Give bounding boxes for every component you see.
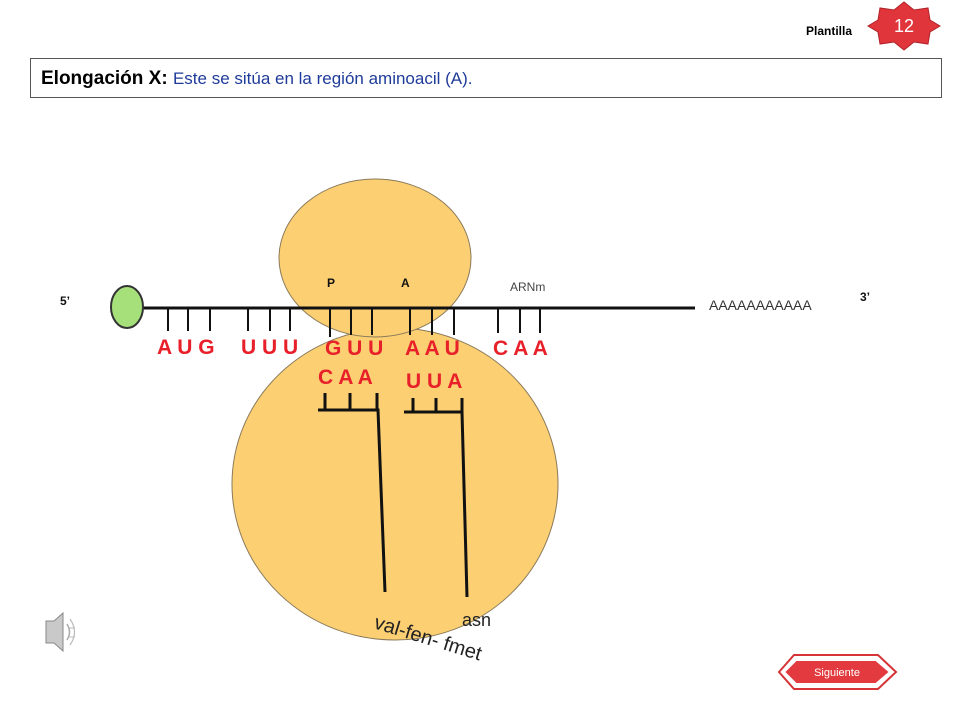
ribosome-large-subunit	[231, 327, 559, 641]
poly-a-tail: AAAAAAAAAAA	[709, 297, 812, 313]
codon-ticks	[167, 308, 541, 337]
codon-aug: A U G	[157, 336, 215, 359]
aminoacid-label: asn	[462, 610, 491, 630]
next-button[interactable]: Siguiente	[777, 654, 898, 690]
template-label: Plantilla	[806, 24, 853, 38]
codon-guu: G U U	[325, 337, 383, 360]
mrna-label: ARNm	[510, 280, 545, 294]
a-site-label: A	[401, 276, 410, 290]
codon-caa: C A A	[493, 337, 548, 360]
codon-aau: A A U	[405, 337, 460, 360]
title-bold: Elongación X:	[41, 68, 168, 89]
speaker-icon[interactable]	[45, 611, 76, 653]
page-number: 12	[894, 16, 914, 36]
p-site-label: P	[327, 276, 335, 290]
title-description: Este se sitúa en la región aminoacil (A)…	[172, 69, 473, 88]
mrna-5prime-cap	[110, 285, 144, 329]
ribosome-small-subunit	[278, 178, 472, 338]
trna-p-site	[318, 393, 387, 593]
anticodon-p-site: C A A	[318, 366, 373, 389]
three-prime-label: 3’	[860, 290, 870, 304]
next-button-label[interactable]: Siguiente	[814, 667, 860, 679]
anticodon-a-site: U U A	[406, 370, 462, 393]
page-number-badge: 12	[867, 1, 941, 51]
title-box: Elongación X: Este se sitúa en la región…	[30, 58, 942, 98]
codon-uuu: U U U	[241, 336, 298, 359]
trna-a-site	[404, 398, 469, 598]
five-prime-label: 5’	[60, 294, 70, 308]
slide-title: Elongación X: Este se sitúa en la región…	[41, 68, 473, 90]
